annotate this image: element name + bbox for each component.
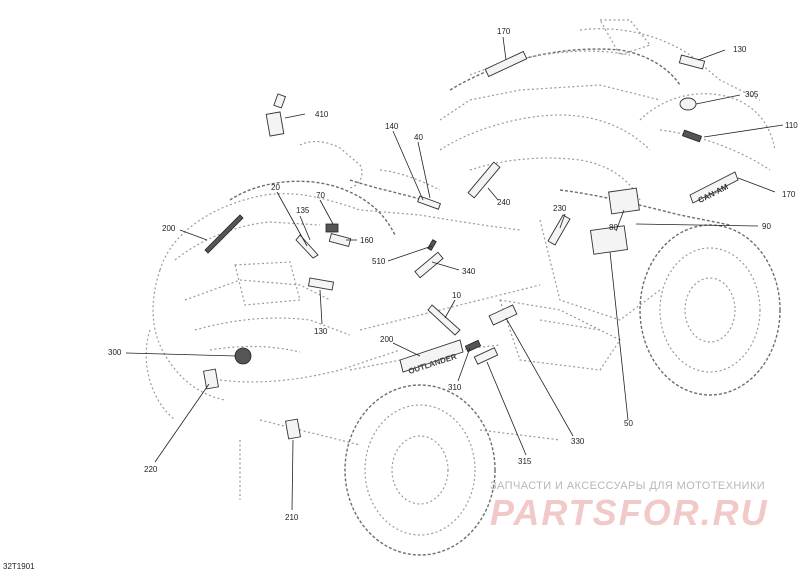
callout-40: 40	[414, 133, 423, 142]
callout-240: 240	[497, 198, 511, 207]
decal-130-rear	[678, 54, 706, 70]
callout-210: 210	[285, 513, 299, 522]
callout-200-side: 200	[380, 335, 394, 344]
callout-135: 135	[296, 206, 310, 215]
decal-230	[547, 214, 571, 246]
decal-315	[473, 347, 499, 365]
callout-140: 140	[385, 122, 399, 131]
callout-110: 110	[785, 121, 798, 130]
watermark-caption: ЗАПЧАСТИ И АКСЕССУАРЫ ДЛЯ МОТОТЕХНИКИ	[490, 480, 766, 492]
decal-170-top	[484, 50, 528, 78]
callout-70: 70	[316, 191, 325, 200]
decal-10	[427, 304, 461, 336]
decal-305	[679, 97, 697, 111]
decal-310	[464, 339, 482, 353]
decal-220	[203, 368, 219, 390]
decal-shapes	[203, 50, 739, 440]
callouts: 170 130 305 110 170 90 80 50 230 240 40 …	[108, 27, 798, 522]
callout-160: 160	[360, 236, 374, 245]
callout-90: 90	[762, 222, 771, 231]
callout-130-rear: 130	[733, 45, 747, 54]
decal-410	[265, 111, 285, 137]
callout-10: 10	[452, 291, 461, 300]
callout-305: 305	[745, 90, 759, 99]
leader-lines	[125, 36, 784, 511]
decal-330	[488, 304, 518, 326]
callout-170-brand: 170	[782, 190, 796, 199]
decal-40	[417, 195, 441, 210]
decal-80	[608, 187, 640, 215]
decal-200-front	[204, 214, 244, 254]
decal-210	[285, 418, 301, 440]
decal-240	[467, 161, 501, 199]
decal-130-front	[307, 277, 335, 291]
callout-340: 340	[462, 267, 476, 276]
watermark-logo: PARTSFOR.RU	[490, 492, 769, 533]
decal-340	[414, 251, 444, 279]
callout-315: 315	[518, 457, 532, 466]
decal-50	[589, 225, 629, 255]
callout-300: 300	[108, 348, 122, 357]
decal-200-side	[399, 339, 464, 373]
callout-20: 20	[271, 183, 280, 192]
callout-410: 410	[315, 110, 329, 119]
callout-130-front: 130	[314, 327, 328, 336]
decal-20	[295, 234, 319, 259]
figure-code: 32T1901	[3, 562, 35, 571]
callout-220: 220	[144, 465, 158, 474]
callout-330: 330	[571, 437, 585, 446]
callout-170-top: 170	[497, 27, 511, 36]
callout-230: 230	[553, 204, 567, 213]
callout-200-front: 200	[162, 224, 176, 233]
callout-80: 80	[609, 223, 618, 232]
decal-110	[682, 129, 702, 143]
decal-300	[234, 347, 252, 365]
callout-310: 310	[448, 383, 462, 392]
callout-50: 50	[624, 419, 633, 428]
decal-410-tab	[273, 93, 287, 109]
atv-body-sketch	[145, 19, 781, 556]
decal-510	[427, 239, 437, 251]
decal-160	[328, 232, 352, 248]
decal-70	[325, 223, 339, 233]
decal-170-brand	[689, 171, 739, 204]
callout-510: 510	[372, 257, 386, 266]
